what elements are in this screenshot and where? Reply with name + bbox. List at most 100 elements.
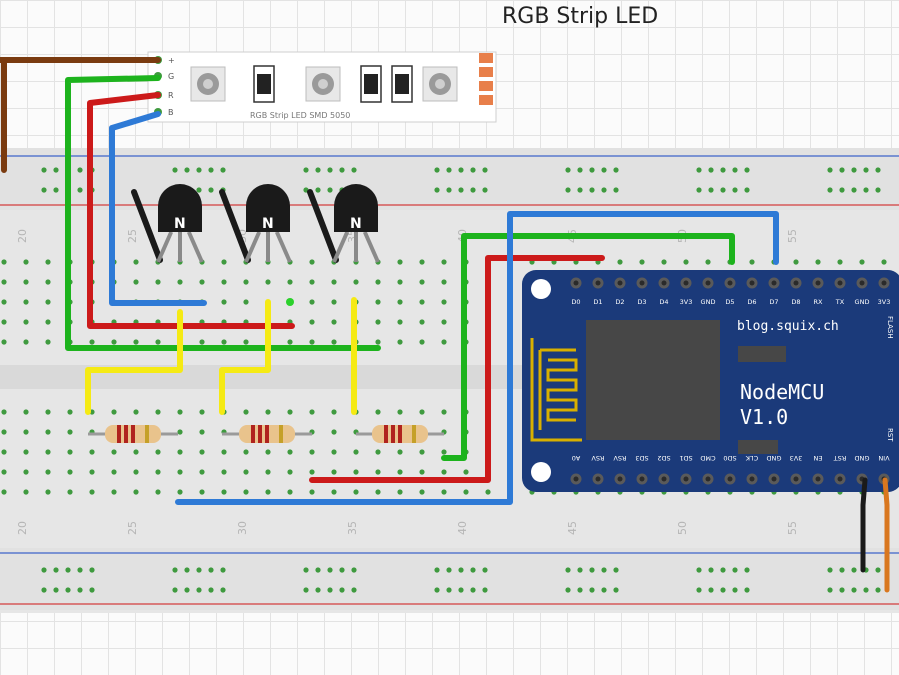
hole [617, 259, 623, 265]
header-pin-hole [815, 476, 821, 482]
hole [287, 279, 293, 285]
hole [375, 319, 381, 325]
hole [589, 187, 595, 193]
hole [441, 449, 447, 455]
strip-pin-label: R [168, 91, 174, 100]
hole [309, 339, 315, 345]
hole [327, 587, 333, 593]
led-core [203, 79, 213, 89]
hole [111, 469, 117, 475]
transistor-body [158, 184, 202, 232]
hole [221, 299, 227, 305]
header-pin-hole [705, 280, 711, 286]
hole [639, 259, 645, 265]
hole [565, 187, 571, 193]
hole [696, 567, 702, 573]
hole [351, 567, 357, 573]
pin-label: RSV [591, 454, 605, 462]
hole [419, 449, 425, 455]
hole [208, 167, 214, 173]
hole [353, 449, 359, 455]
header-pin-hole [771, 280, 777, 286]
hole [1, 299, 7, 305]
hole [485, 489, 491, 495]
hole [89, 567, 95, 573]
strip-pin-label: G [168, 72, 174, 81]
column-number: 30 [236, 521, 249, 535]
hole [419, 259, 425, 265]
hole [331, 449, 337, 455]
pin-label: CLK [745, 454, 758, 462]
hole [331, 339, 337, 345]
hole [41, 567, 47, 573]
transistor-leg [362, 231, 380, 263]
hole [482, 587, 488, 593]
pin-label: D3 [637, 298, 646, 306]
resistors [88, 425, 444, 443]
hole [331, 409, 337, 415]
hole [1, 319, 7, 325]
column-number: 25 [126, 229, 139, 243]
hole [696, 167, 702, 173]
hole [111, 339, 117, 345]
pin-label: D1 [593, 298, 602, 306]
pin-label: 3V3 [680, 298, 693, 306]
hole [309, 469, 315, 475]
resistor-band [391, 425, 395, 443]
header-pin-hole [881, 280, 887, 286]
hole [589, 167, 595, 173]
hole [839, 187, 845, 193]
column-number: 50 [676, 521, 689, 535]
hole [331, 319, 337, 325]
wire-black-ground [307, 189, 339, 263]
header-pin-hole [617, 476, 623, 482]
hole [315, 167, 321, 173]
wire-yellow-2 [219, 299, 271, 415]
pin-label: 3V3 [878, 298, 891, 306]
pin-label: GND [855, 298, 870, 306]
hole [208, 567, 214, 573]
hole [89, 449, 95, 455]
hole [77, 587, 83, 593]
pin-label: D5 [725, 298, 734, 306]
hole [65, 567, 71, 573]
hole [133, 409, 139, 415]
resistor-band [412, 425, 416, 443]
hole [265, 489, 271, 495]
transistor-leg [332, 231, 350, 263]
transistor-body [334, 184, 378, 232]
header-pin-hole [793, 476, 799, 482]
resistor-band [124, 425, 128, 443]
hole [172, 567, 178, 573]
hole [419, 339, 425, 345]
hole [375, 489, 381, 495]
hole [23, 319, 29, 325]
hole [133, 489, 139, 495]
hole [397, 259, 403, 265]
hole [875, 167, 881, 173]
hole [397, 449, 403, 455]
hole [708, 567, 714, 573]
chip-small-2 [738, 440, 778, 454]
hole [863, 167, 869, 173]
hole [208, 187, 214, 193]
hole [441, 469, 447, 475]
hole [243, 449, 249, 455]
antenna-trace [530, 338, 582, 442]
hole [243, 489, 249, 495]
resistor-band [131, 425, 135, 443]
hole [309, 259, 315, 265]
hole [419, 409, 425, 415]
hole [397, 409, 403, 415]
hole [397, 279, 403, 285]
pin-label: SD1 [679, 454, 692, 462]
hole [720, 587, 726, 593]
nodemcu-version: V1.0 [740, 405, 788, 429]
header-pin-hole [749, 280, 755, 286]
hole [309, 319, 315, 325]
hole [482, 167, 488, 173]
hole [331, 299, 337, 305]
hole [441, 299, 447, 305]
hole [577, 187, 583, 193]
